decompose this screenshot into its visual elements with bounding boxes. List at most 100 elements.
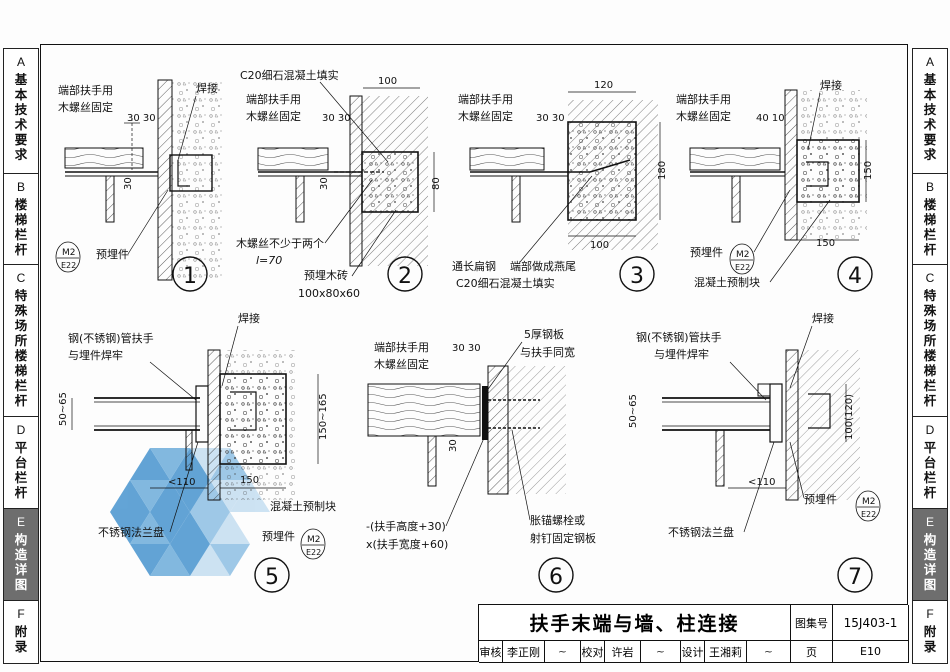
detail-1: 端部扶手用 木螺丝固定 30 30 30 焊接 预埋件 M2 E22 1 [55, 79, 222, 292]
sidebar-tab-e[interactable]: E 构造详图 [913, 509, 947, 601]
design-label: 设计 [681, 641, 705, 663]
d7-dim-height: 100(120) [844, 394, 855, 440]
d1-label-screw: 木螺丝固定 [58, 100, 113, 114]
d6-dim-side: 30 [448, 439, 459, 452]
d3-dim-top: 30 30 [536, 113, 565, 124]
sidebar-tab-f[interactable]: F 附录 [923, 607, 937, 654]
d4-dim-top: 40 10 [756, 113, 785, 124]
d1-number: 1 [183, 264, 197, 289]
d5-dim-height: 150~165 [318, 393, 329, 440]
d2-dim-side: 30 [319, 177, 330, 190]
d3-dim-width: 120 [594, 80, 613, 91]
d7-ref-bottom: E22 [861, 510, 876, 519]
d6-number: 6 [549, 565, 563, 590]
page-label: 页 [791, 641, 833, 663]
drawing-frame [40, 44, 908, 662]
sidebar-tab-d[interactable]: D 平台栏杆 [4, 417, 38, 509]
sidebar-tab-a[interactable]: A 基本技术要求 [913, 49, 947, 174]
d7-label-embed: 预埋件 [804, 493, 837, 506]
d5-dim-pipe: 50~65 [58, 392, 69, 426]
d2-label-block: 预埋木砖 [304, 268, 348, 282]
d4-ref-top: M2 [736, 250, 750, 260]
sidebar-tab-d[interactable]: D 平台栏杆 [913, 417, 947, 509]
d7-label-pipe2: 与埋件焊牢 [654, 347, 709, 361]
sidebar-tab-b[interactable]: B 楼梯栏杆 [913, 174, 947, 265]
d5-dim-flange: <110 [168, 477, 195, 488]
detail-2: C20细石混凝土填实 100 端部扶手用 木螺丝固定 30 30 30 80 木… [236, 68, 442, 300]
d2-label-screw: 木螺丝固定 [246, 109, 301, 123]
d2-label-length: l=70 [256, 254, 282, 267]
drawing-title: 扶手末端与墙、柱连接 [479, 605, 791, 641]
left-index-sidebar: A 基本技术要求 B 楼梯栏杆 C 特殊场所楼梯栏杆 D 平台栏杆 E 构造详图… [3, 48, 39, 664]
sidebar-tab-a[interactable]: A 基本技术要求 [4, 49, 38, 174]
sidebar-tab-c[interactable]: C 特殊场所楼梯栏杆 [4, 265, 38, 417]
d2-dim-height: 80 [431, 177, 442, 190]
sidebar-tab-f[interactable]: F 附录 [14, 607, 28, 654]
reviewer-name: 李正刚 [503, 641, 545, 663]
d4-number: 4 [848, 264, 862, 289]
d1-ref-bottom: E22 [61, 261, 76, 270]
check-label: 校对 [581, 641, 605, 663]
atlas-label: 图集号 [791, 605, 833, 641]
d6-formula1: -(扶手高度+30) [366, 519, 446, 533]
atlas-number: 15J403-1 [833, 605, 909, 641]
d5-label-pipe2: 与埋件焊牢 [68, 348, 123, 362]
detail-7: 钢(不锈钢)管扶手 与埋件焊牢 焊接 50~65 100(120) <110 预… [628, 311, 881, 593]
title-block: 扶手末端与墙、柱连接 图集号 15J403-1 审核 李正刚 ~ 校对 许岩 ~… [478, 604, 909, 663]
d1-label-weld: 焊接 [196, 81, 218, 95]
d7-label-pipe: 钢(不锈钢)管扶手 [636, 330, 722, 344]
d1-label-end: 端部扶手用 [58, 83, 113, 97]
d3-label-fill: C20细石混凝土填实 [456, 276, 555, 290]
d2-label-block-size: 100x80x60 [298, 287, 360, 300]
d4-label-block: 混凝土预制块 [694, 275, 760, 289]
designer-signature: ~ [747, 641, 791, 663]
d6-label-bolt2: 射钉固定钢板 [530, 531, 596, 545]
d2-label-fill: C20细石混凝土填实 [240, 68, 339, 82]
designer-name: 王湘莉 [705, 641, 747, 663]
d4-dim-height: 150 [863, 161, 874, 180]
d7-label-weld: 焊接 [812, 311, 834, 325]
d4-label-embed: 预埋件 [690, 246, 723, 259]
d6-dim-top: 30 30 [452, 343, 481, 354]
d4-label-end: 端部扶手用 [676, 92, 731, 106]
d2-number: 2 [398, 264, 412, 289]
d3-dim-bottom: 100 [590, 240, 609, 251]
d3-number: 3 [630, 264, 644, 289]
sidebar-tab-c[interactable]: C 特殊场所楼梯栏杆 [913, 265, 947, 417]
d3-label-tail: 端部做成燕尾 [510, 259, 576, 273]
d5-label-embed: 预埋件 [262, 530, 295, 543]
review-label: 审核 [479, 641, 503, 663]
d7-number: 7 [848, 565, 862, 590]
d5-label-weld: 焊接 [238, 311, 260, 325]
d5-label-flange: 不锈钢法兰盘 [98, 525, 164, 539]
d5-number: 5 [265, 565, 279, 590]
d2-dim-top: 30 30 [322, 113, 351, 124]
d3-label-end: 端部扶手用 [458, 92, 513, 106]
d4-label-screw: 木螺丝固定 [676, 109, 731, 123]
checker-name: 许岩 [605, 641, 641, 663]
right-index-sidebar: A 基本技术要求 B 楼梯栏杆 C 特殊场所楼梯栏杆 D 平台栏杆 E 构造详图… [912, 48, 948, 664]
d1-dim-side: 30 [123, 177, 134, 190]
sidebar-tab-b[interactable]: B 楼梯栏杆 [4, 174, 38, 265]
checker-signature: ~ [641, 641, 681, 663]
d6-formula2: x(扶手宽度+60) [366, 537, 448, 551]
d7-dim-pipe: 50~65 [628, 394, 639, 428]
d7-dim-flange: <110 [748, 477, 775, 488]
d6-label-bolt: 胀锚螺栓或 [530, 513, 585, 527]
d5-ref-bottom: E22 [306, 548, 321, 557]
detail-4: 端部扶手用 木螺丝固定 40 10 焊接 150 150 预埋件 M2 E22 … [676, 78, 874, 292]
d5-dim-width: 150 [240, 475, 259, 486]
d3-dim-height: 180 [657, 161, 668, 180]
d2-label-end: 端部扶手用 [246, 92, 301, 106]
d1-ref-top: M2 [62, 248, 76, 258]
d1-label-embed: 预埋件 [96, 248, 129, 261]
detail-6: 端部扶手用 木螺丝固定 30 30 5厚钢板 与扶手同宽 30 -(扶手高度+3… [366, 327, 596, 593]
d3-label-steel: 通长扁钢 [452, 260, 496, 273]
d4-dim-width: 150 [816, 238, 835, 249]
d5-label-block: 混凝土预制块 [270, 499, 336, 513]
d5-ref-top: M2 [307, 535, 321, 545]
d2-label-screws: 木螺丝不少于两个 [236, 237, 324, 250]
sidebar-tab-e[interactable]: E 构造详图 [4, 509, 38, 601]
